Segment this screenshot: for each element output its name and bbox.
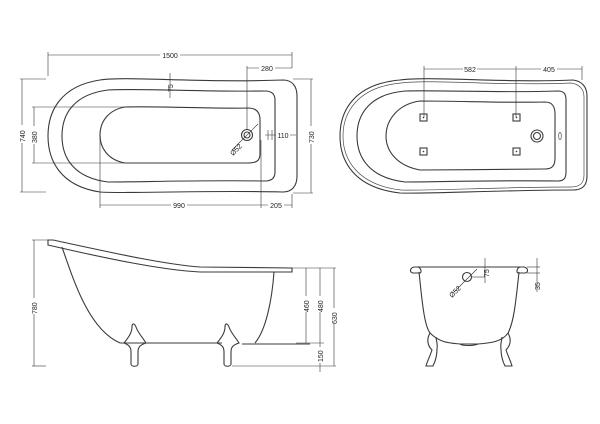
clawfoot-leg bbox=[425, 332, 438, 367]
dim-rim-thickness: 35 bbox=[535, 282, 542, 290]
dim-inner-length: 990 bbox=[173, 203, 185, 210]
end-elevation: Ø52 75 35 bbox=[409, 258, 542, 367]
dim-foot-to-end: 405 bbox=[543, 67, 555, 74]
dim-inner-depth: 460 bbox=[304, 300, 311, 312]
side-elevation: 780 460 480 630 150 bbox=[30, 239, 339, 372]
dim-waste-offset: 280 bbox=[261, 66, 273, 73]
plan-view-feet: 582 405 bbox=[339, 65, 588, 194]
dim-rim-width: 75 bbox=[168, 84, 175, 92]
dim-waste-to-edge: 110 bbox=[277, 133, 288, 140]
dim-rim-height: 480 bbox=[318, 300, 325, 312]
dim-end-waste-diameter: Ø52 bbox=[448, 285, 462, 299]
dim-waste-diameter: Ø52 bbox=[229, 143, 243, 157]
dim-overall-width-left: 740 bbox=[20, 130, 27, 142]
dim-end-rim: 205 bbox=[270, 203, 282, 210]
dim-end-height: 630 bbox=[332, 312, 339, 324]
dim-overall-height: 780 bbox=[32, 302, 39, 314]
waste-outlet-icon bbox=[530, 129, 544, 143]
waste-outlet-icon bbox=[461, 271, 473, 283]
dim-overall-length: 1500 bbox=[162, 53, 178, 60]
clawfoot-leg bbox=[123, 323, 147, 367]
dim-overflow-drop: 75 bbox=[484, 269, 491, 277]
foot-position-markers bbox=[419, 113, 521, 156]
dim-inner-width: 380 bbox=[32, 131, 39, 143]
clawfoot-leg bbox=[500, 332, 513, 367]
dim-overall-width-right: 730 bbox=[309, 131, 316, 143]
overflow-icon bbox=[558, 132, 562, 140]
dim-foot-spacing: 582 bbox=[464, 67, 476, 74]
plan-view-dimensioned: 1500 280 75 740 380 110 730 Ø5 bbox=[18, 51, 316, 210]
dim-foot-height: 150 bbox=[318, 350, 325, 362]
clawfoot-leg bbox=[216, 323, 240, 367]
